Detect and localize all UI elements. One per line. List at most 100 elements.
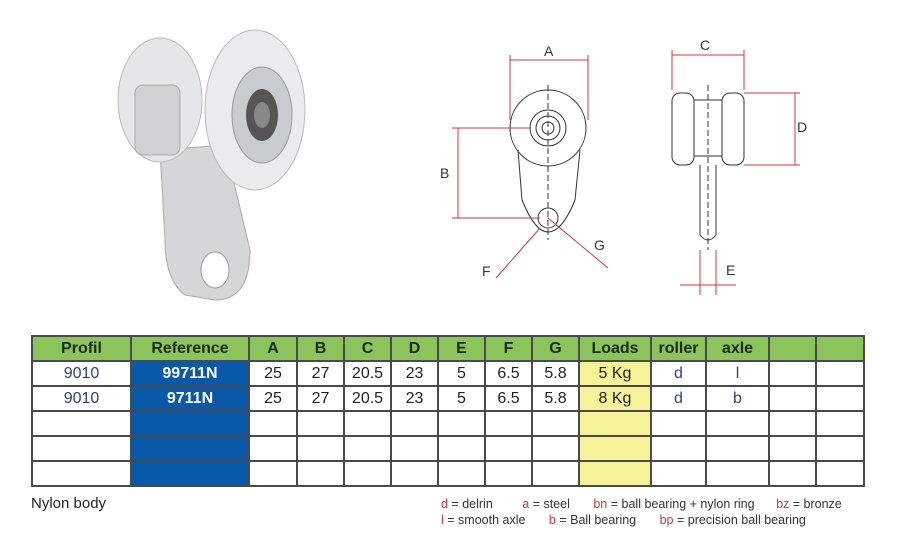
column-header: Loads bbox=[578, 335, 652, 362]
table-cell bbox=[484, 410, 533, 437]
table-cell bbox=[31, 460, 132, 487]
table-cell bbox=[484, 460, 533, 487]
legend-item: l = smooth axle bbox=[441, 513, 526, 527]
column-header: roller bbox=[650, 335, 707, 362]
table-cell bbox=[31, 410, 132, 437]
product-figures: A B C D E F G bbox=[117, 29, 807, 301]
table-cell: 27 bbox=[296, 385, 345, 412]
table-cell bbox=[815, 385, 865, 412]
body-material-note: Nylon body bbox=[31, 495, 107, 512]
table-cell bbox=[390, 435, 439, 462]
column-header: C bbox=[343, 335, 392, 362]
column-header: F bbox=[484, 335, 533, 362]
table-cell bbox=[705, 460, 770, 487]
table-cell bbox=[31, 435, 132, 462]
table-cell bbox=[650, 410, 707, 437]
column-header: axle bbox=[705, 335, 770, 362]
legend-line-2: l = smooth axle b = Ball bearing bp = pr… bbox=[441, 513, 806, 527]
table-cell bbox=[296, 460, 345, 487]
table-cell: 27 bbox=[296, 360, 345, 387]
table-cell: 23 bbox=[390, 385, 439, 412]
table-cell bbox=[343, 410, 392, 437]
table-cell: 5.8 bbox=[531, 385, 580, 412]
table-cell bbox=[531, 435, 580, 462]
table-cell: d bbox=[650, 360, 707, 387]
table-cell bbox=[578, 410, 652, 437]
legend-item: a = steel bbox=[522, 497, 570, 511]
column-header: B bbox=[296, 335, 345, 362]
table-cell bbox=[248, 435, 298, 462]
table-cell: 9010 bbox=[31, 360, 132, 387]
legend-item: b = Ball bearing bbox=[548, 513, 637, 527]
table-cell: 5 bbox=[437, 385, 486, 412]
dimension-label-c: C bbox=[700, 37, 710, 53]
front-view-drawing bbox=[509, 85, 587, 240]
column-header: Reference bbox=[130, 335, 250, 362]
table-row bbox=[31, 435, 865, 462]
table-cell bbox=[531, 460, 580, 487]
table-cell bbox=[650, 435, 707, 462]
table-cell: b bbox=[705, 385, 770, 412]
column-header bbox=[768, 335, 817, 362]
side-view-drawing bbox=[671, 85, 745, 250]
table-cell bbox=[768, 410, 817, 437]
table-cell bbox=[130, 460, 250, 487]
legend-line-1: d = delrin a = steel bn = ball bearing +… bbox=[441, 497, 842, 511]
table-cell: 9010 bbox=[31, 385, 132, 412]
table-cell bbox=[437, 460, 486, 487]
table-cell bbox=[578, 460, 652, 487]
table-cell bbox=[815, 460, 865, 487]
dimension-label-b: B bbox=[440, 165, 449, 181]
legend-item: bz = bronze bbox=[776, 497, 842, 511]
table-cell bbox=[650, 460, 707, 487]
table-cell: 5 bbox=[437, 360, 486, 387]
table-cell bbox=[390, 410, 439, 437]
table-cell: 5 Kg bbox=[578, 360, 652, 387]
table-cell bbox=[484, 435, 533, 462]
table-cell bbox=[705, 410, 770, 437]
table-cell: 6.5 bbox=[484, 360, 533, 387]
column-header bbox=[815, 335, 865, 362]
table-cell bbox=[768, 385, 817, 412]
table-cell bbox=[343, 460, 392, 487]
table-cell bbox=[343, 435, 392, 462]
roller-3d-image bbox=[117, 29, 306, 301]
table-cell bbox=[248, 460, 298, 487]
legend-item: bp = precision ball bearing bbox=[659, 513, 806, 527]
table-cell bbox=[578, 435, 652, 462]
table-cell: 25 bbox=[248, 360, 298, 387]
dimension-label-e: E bbox=[726, 262, 735, 278]
dimension-label-g: G bbox=[594, 237, 605, 253]
table-cell: 20.5 bbox=[343, 385, 392, 412]
table-cell bbox=[390, 460, 439, 487]
table-cell: 8 Kg bbox=[578, 385, 652, 412]
table-cell bbox=[248, 410, 298, 437]
table-cell bbox=[531, 410, 580, 437]
column-header: D bbox=[390, 335, 439, 362]
legend-item: d = delrin bbox=[441, 497, 493, 511]
dimension-label-f: F bbox=[482, 263, 491, 279]
table-cell: 5.8 bbox=[531, 360, 580, 387]
table-cell bbox=[768, 360, 817, 387]
table-cell: d bbox=[650, 385, 707, 412]
table-cell bbox=[437, 435, 486, 462]
column-header: G bbox=[531, 335, 580, 362]
table-cell: 20.5 bbox=[343, 360, 392, 387]
table-cell bbox=[296, 410, 345, 437]
dimension-label-d: D bbox=[797, 119, 807, 135]
table-cell bbox=[768, 435, 817, 462]
column-header: E bbox=[437, 335, 486, 362]
table-cell bbox=[296, 435, 345, 462]
column-header: A bbox=[248, 335, 298, 362]
table-cell bbox=[130, 410, 250, 437]
table-row bbox=[31, 410, 865, 437]
table-cell bbox=[705, 435, 770, 462]
table-cell: 6.5 bbox=[484, 385, 533, 412]
table-cell bbox=[130, 435, 250, 462]
dimension-label-a: A bbox=[544, 43, 554, 59]
legend-item: bn = ball bearing + nylon ring bbox=[593, 497, 755, 511]
table-cell: l bbox=[705, 360, 770, 387]
